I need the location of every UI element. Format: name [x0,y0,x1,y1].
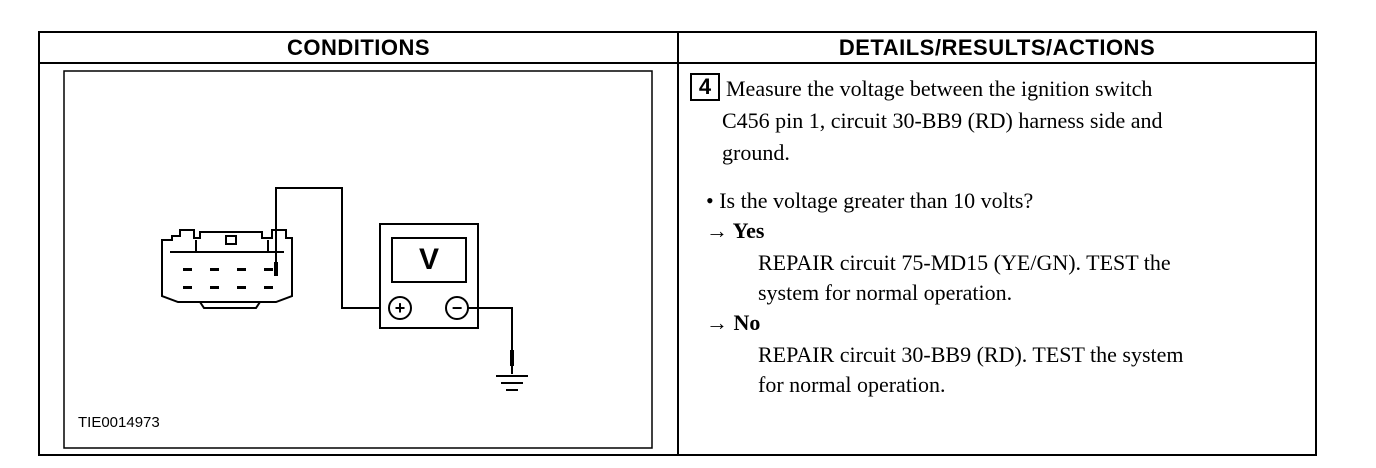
no-label: → No [706,310,761,335]
no-line-2: for normal operation. [758,372,946,397]
yes-label: → Yes [706,218,765,243]
instruction-line-2: C456 pin 1, circuit 30-BB9 (RD) harness … [722,108,1163,133]
voltmeter-icon [379,223,479,329]
details-header: DETAILS/RESULTS/ACTIONS [838,35,1156,60]
yes-line-2: system for normal operation. [758,280,1013,305]
conditions-header: CONDITIONS [286,35,431,60]
plus-terminal-label: + [394,297,406,318]
connector-pins [183,268,273,289]
meter-label: V [418,243,439,276]
step-number: 4 [690,73,720,101]
figure-id: TIE0014973 [78,414,160,431]
ground-icon [496,375,528,391]
yes-line-1: REPAIR circuit 75-MD15 (YE/GN). TEST the [758,250,1171,275]
question-text: • Is the voltage greater than 10 volts? [706,188,1034,213]
instruction-line-3: ground. [722,140,790,165]
no-line-1: REPAIR circuit 30-BB9 (RD). TEST the sys… [758,342,1184,367]
connector-icon [161,229,293,309]
instruction-line-1: Measure the voltage between the ignition… [726,76,1153,101]
positive-lead [275,187,388,309]
minus-terminal-label: − [451,297,463,318]
